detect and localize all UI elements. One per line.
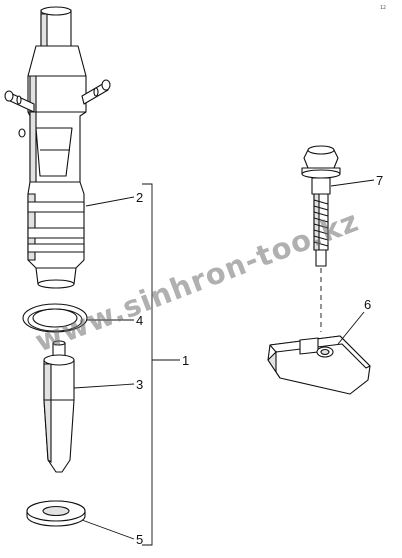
callout-6: 6 bbox=[364, 297, 371, 312]
callout-1: 1 bbox=[182, 353, 189, 368]
sealing-ring bbox=[22, 303, 88, 333]
copper-washer bbox=[26, 500, 86, 527]
leader-3 bbox=[73, 383, 135, 389]
corner-code: 12 bbox=[380, 5, 386, 11]
callout-2: 2 bbox=[136, 190, 143, 205]
callout-7: 7 bbox=[376, 173, 383, 188]
callout-3: 3 bbox=[136, 377, 143, 392]
injector-body bbox=[4, 6, 111, 289]
flange-bolt bbox=[301, 145, 341, 267]
leader-7 bbox=[330, 179, 375, 187]
leader-6 bbox=[337, 311, 365, 345]
leader-5 bbox=[81, 519, 135, 540]
leader-2 bbox=[85, 196, 135, 207]
clamp-bracket bbox=[267, 335, 371, 395]
group-bracket bbox=[142, 183, 180, 546]
callout-5: 5 bbox=[136, 532, 143, 547]
injection-nozzle bbox=[43, 340, 75, 473]
callout-4: 4 bbox=[136, 313, 143, 328]
